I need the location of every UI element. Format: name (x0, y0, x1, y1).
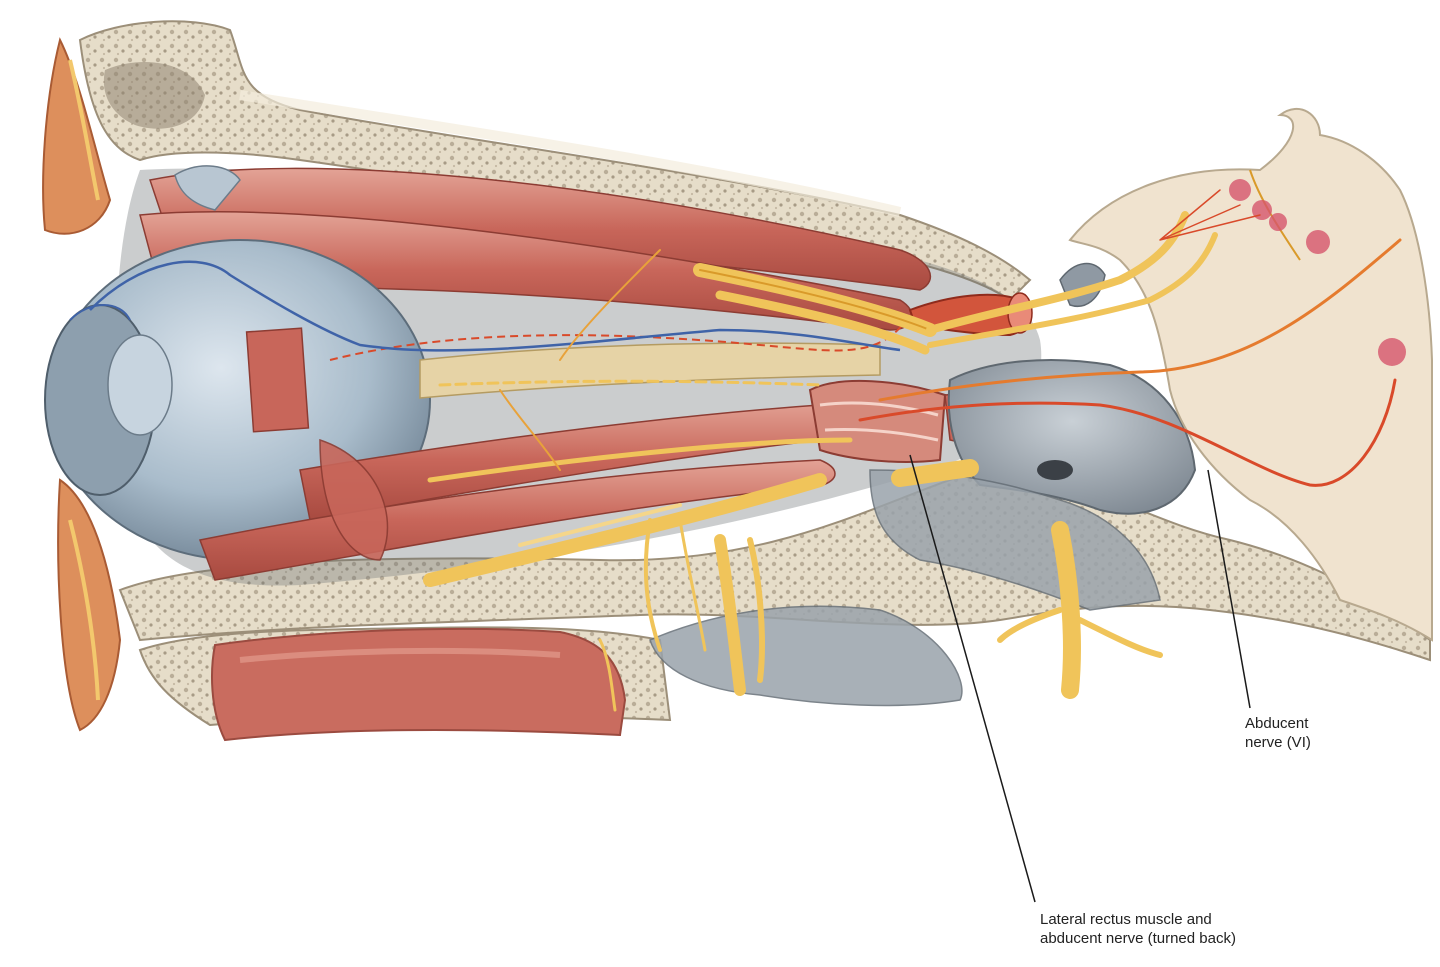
abducent-nucleus (1229, 179, 1251, 201)
abducent-nerve (858, 378, 1397, 487)
leader-line-abducent (1207, 469, 1251, 709)
maxillary-sinus (211, 627, 627, 742)
inferior-muscles (198, 399, 916, 581)
label-abducent-nerve: Abducent nerve (VI) (1245, 714, 1311, 752)
eyelid-lower (57, 478, 122, 732)
lens (107, 334, 173, 436)
label-abducent-line2: nerve (VI) (1245, 734, 1311, 751)
leader-line-lateral-rectus (909, 454, 1036, 903)
label-lateral-rectus: Lateral rectus muscle and abducent nerve… (1040, 910, 1236, 948)
superior-muscles (139, 165, 932, 331)
nerves (423, 189, 1402, 712)
eyelid-upper (42, 37, 112, 235)
label-abducent-line1: Abducent (1245, 715, 1309, 732)
vein (89, 260, 901, 352)
label-lateral-line1: Lateral rectus muscle and (1040, 911, 1212, 928)
brainstem (1068, 108, 1433, 642)
lateral-rectus-insertion (245, 327, 310, 433)
optic-nerve (419, 342, 881, 399)
label-lateral-line2: abducent nerve (turned back) (1040, 930, 1236, 947)
